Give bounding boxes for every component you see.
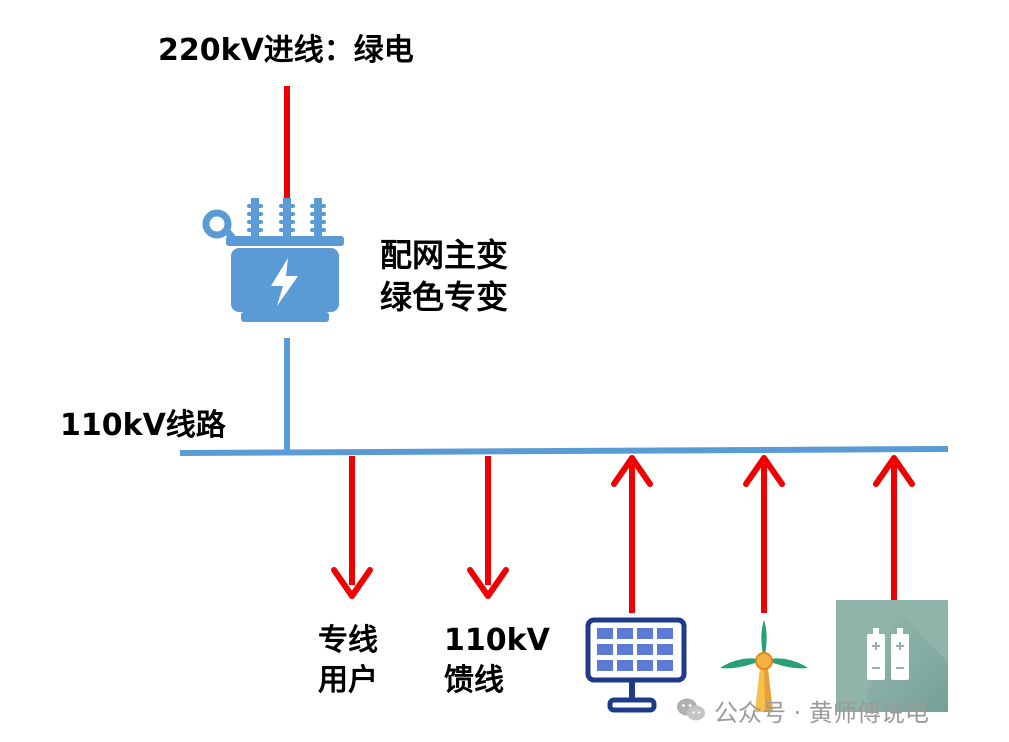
dedicated-user-label-line1: 专线 [318, 623, 378, 658]
feeder-label-line2: 馈线 [444, 663, 504, 698]
wind-turbine-icon [720, 620, 808, 712]
transformer-icon [202, 198, 344, 322]
down-arrow-dedicated-user [331, 456, 373, 599]
up-arrow-wind [743, 455, 785, 613]
wechat-icon [677, 698, 705, 721]
bus-label: 110kV线路 [60, 408, 226, 443]
battery-storage-icon [836, 600, 948, 712]
transformer-label-line2: 绿色专变 [380, 278, 509, 316]
watermark: 公众号 · 黄师傅说电 [676, 690, 929, 730]
bus-110kv [179, 446, 949, 456]
down-arrow-feeder [467, 456, 509, 599]
up-arrow-storage [873, 455, 915, 603]
up-arrow-solar [611, 455, 653, 613]
watermark-text: 公众号 · 黄师傅说电 [714, 698, 929, 727]
dedicated-user-label-line2: 用户 [318, 663, 378, 698]
incoming-line-label: 220kV进线：绿电 [158, 33, 414, 68]
transformer-label-line1: 配网主变 [380, 236, 509, 274]
solar-panel-icon [585, 617, 687, 713]
feeder-label-line1: 110kV [444, 623, 550, 658]
